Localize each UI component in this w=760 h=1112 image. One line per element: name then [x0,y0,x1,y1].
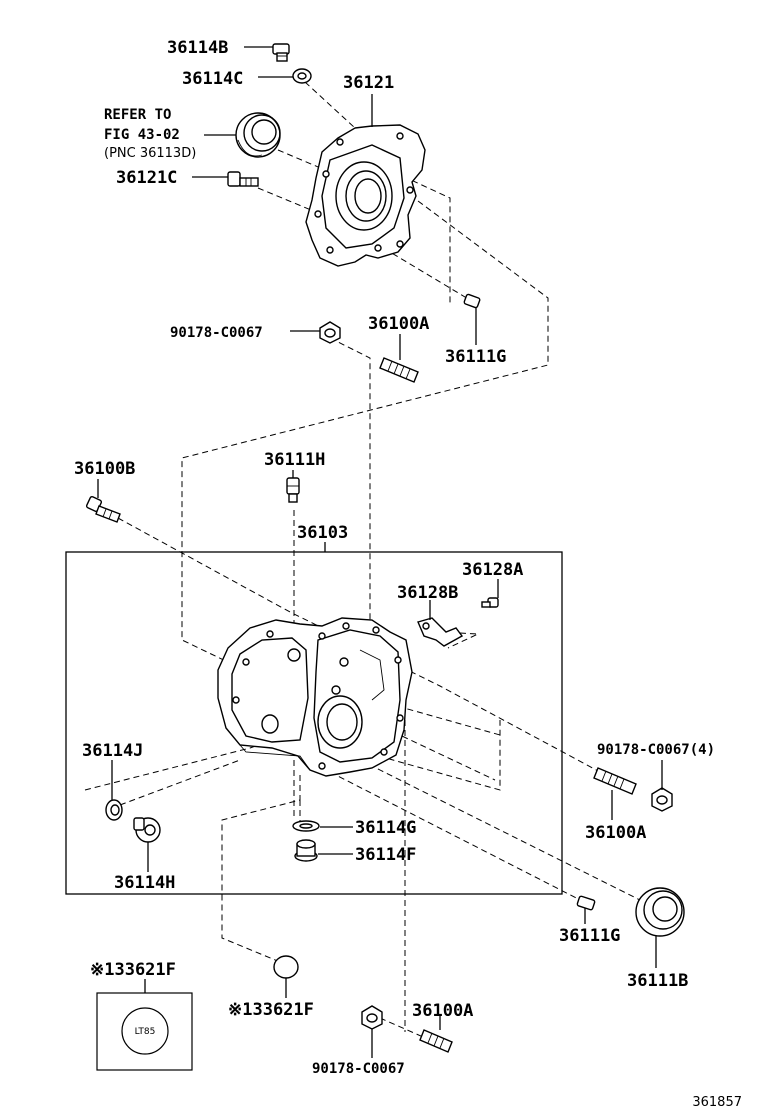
label-33621F-plug: ※133621F [228,1000,314,1020]
part-36100A-stud[interactable] [379,357,419,383]
part-36114G-gasket[interactable] [292,820,320,832]
label-90178-C0067-bottom: 90178-C0067 [312,1061,405,1077]
lt85-stamp-text: LT85 [135,1027,156,1037]
label-36114H: 36114H [114,873,175,893]
assembly-group-box [65,551,563,895]
label-33621F-box: ※133621F [90,960,176,980]
label-36114J: 36114J [82,741,143,761]
figure-number: 361857 [692,1095,742,1110]
part-36100A-stud-bottom[interactable] [419,1029,453,1053]
label-36128A: 36128A [462,560,523,580]
refer-note-line2: FIG 43-02 [104,127,180,143]
part-36114B-plug[interactable] [272,43,290,62]
label-36100A-bottom: 36100A [412,1001,473,1021]
label-36111G-top: 36111G [445,347,506,367]
part-36100B-bolt[interactable] [85,495,121,523]
part-36100A-stud-right[interactable] [593,767,637,795]
label-36111H: 36111H [264,450,325,470]
label-36100B: 36100B [74,459,135,479]
label-36121: 36121 [343,73,394,93]
part-36121-cover[interactable] [305,124,426,267]
label-36111B: 36111B [627,971,688,991]
part-36114F-plug[interactable] [294,839,318,862]
label-36103: 36103 [297,523,348,543]
part-33621F-plug[interactable] [273,955,299,979]
label-36100A-top: 36100A [368,314,429,334]
part-36103-case[interactable] [217,617,413,777]
part-90178-C0067-nut-bottom[interactable] [361,1005,383,1030]
label-36114C: 36114C [182,69,243,89]
refer-note-line1: REFER TO [104,107,171,123]
refer-note-line3: (PNC 36113D) [104,146,196,161]
part-36114J-gasket[interactable] [105,799,123,821]
label-36114G: 36114G [355,818,416,838]
label-90178-C0067-right: 90178-C0067(4) [597,742,715,758]
label-36114F: 36114F [355,845,416,865]
label-36128B: 36128B [397,583,458,603]
part-36128B-bracket[interactable] [417,617,464,647]
part-36128A-bolt[interactable] [481,597,499,608]
label-36111G-bottom: 36111G [559,926,620,946]
part-36111H-switch[interactable] [286,477,300,503]
part-36114H-plug[interactable] [133,817,161,843]
label-36121C: 36121C [116,168,177,188]
part-36114C-gasket[interactable] [292,68,312,84]
leader-lines [97,46,663,1058]
part-36121C-bolt[interactable] [227,171,259,187]
label-36100A-right: 36100A [585,823,646,843]
label-90178-C0067-top: 90178-C0067 [170,325,263,341]
part-36111G-pin[interactable] [463,293,481,309]
part-36113D-oil-seal[interactable] [235,112,281,158]
part-36111B-oil-seal[interactable] [635,887,685,937]
part-90178-C0067-nut[interactable] [319,321,341,344]
part-36111G-pin-bottom[interactable] [576,895,596,911]
label-36114B: 36114B [167,38,228,58]
part-90178-C0067-nut-right[interactable] [651,787,673,812]
